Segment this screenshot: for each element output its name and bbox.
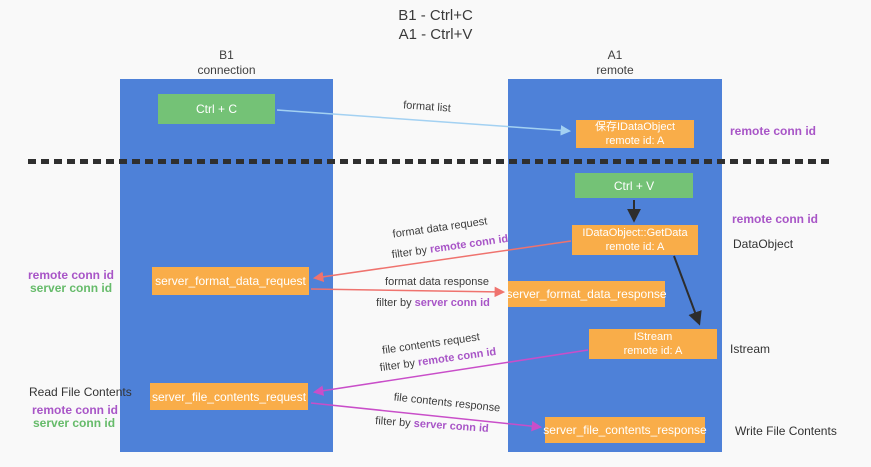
column-header-a1: A1 remote (508, 48, 722, 78)
filter-server-conn-id: server conn id (413, 417, 490, 435)
node-server-format-data-request: server_format_data_request (152, 267, 309, 295)
label-dataobject: DataObject (733, 237, 794, 251)
column-b1-subtitle: connection (197, 63, 256, 77)
node-istream: IStream remote id: A (589, 329, 717, 359)
filter-by-text: filter by (376, 297, 412, 309)
node-istream-line1: IStream (633, 331, 673, 343)
node-getdata-line1: IDataObject::GetData (582, 227, 688, 239)
arrow-label-filter-server-2: filter by server conn id (357, 413, 508, 437)
filter-remote-conn-id: remote conn id (429, 232, 509, 256)
column-a1-subtitle: remote (596, 63, 634, 77)
title-line-2: A1 - Ctrl+V (398, 26, 473, 43)
label-remote-conn-id-left1: remote conn id (28, 268, 115, 282)
node-idataobject-getdata: IDataObject::GetData remote id: A (572, 225, 698, 255)
label-write-file-contents: Write File Contents (735, 424, 837, 438)
filter-server-conn-id: server conn id (414, 297, 490, 309)
arrow-label-format-list: format list (402, 99, 452, 115)
node-getdata-line2: remote id: A (605, 241, 665, 253)
phase-divider (28, 159, 834, 164)
column-b1-name: B1 (219, 48, 234, 62)
label-remote-conn-id-top: remote conn id (730, 124, 817, 138)
node-save-idataobject-line2: remote id: A (605, 135, 665, 147)
filter-by-text: filter by (391, 244, 428, 262)
label-remote-conn-id-mid: remote conn id (732, 212, 819, 226)
diagram-title: B1 - Ctrl+C A1 - Ctrl+V (0, 6, 871, 44)
node-ctrl-v: Ctrl + V (575, 173, 693, 198)
label-server-conn-id-left1: server conn id (30, 281, 113, 295)
filter-by-text: filter by (374, 415, 412, 430)
node-save-idataobject: 保存IDataObject remote id: A (576, 120, 694, 148)
column-a1-name: A1 (607, 48, 623, 62)
node-istream-line2: remote id: A (623, 345, 683, 357)
column-header-b1: B1 connection (120, 48, 333, 78)
node-ctrl-c: Ctrl + C (158, 94, 275, 124)
node-server-file-contents-response: server_file_contents_response (543, 417, 707, 443)
arrow-label-filter-server-1: filter by server conn id (358, 296, 508, 310)
title-line-1: B1 - Ctrl+C (398, 7, 473, 24)
filter-by-text: filter by (379, 357, 416, 375)
node-save-idataobject-line1: 保存IDataObject (594, 121, 676, 133)
arrow-label-file-contents-response: file contents response (393, 391, 501, 415)
label-istream: Istream (730, 342, 771, 356)
arrow-format-data-response (310, 286, 506, 298)
label-server-conn-id-left2: server conn id (33, 416, 116, 430)
node-server-file-contents-request: server_file_contents_request (150, 383, 308, 410)
node-server-format-data-response: server_format_data_response (506, 281, 667, 307)
label-read-file-contents: Read File Contents (29, 385, 132, 399)
label-remote-conn-id-left2: remote conn id (32, 403, 119, 417)
arrow-label-format-data-response: format data response (385, 276, 489, 288)
